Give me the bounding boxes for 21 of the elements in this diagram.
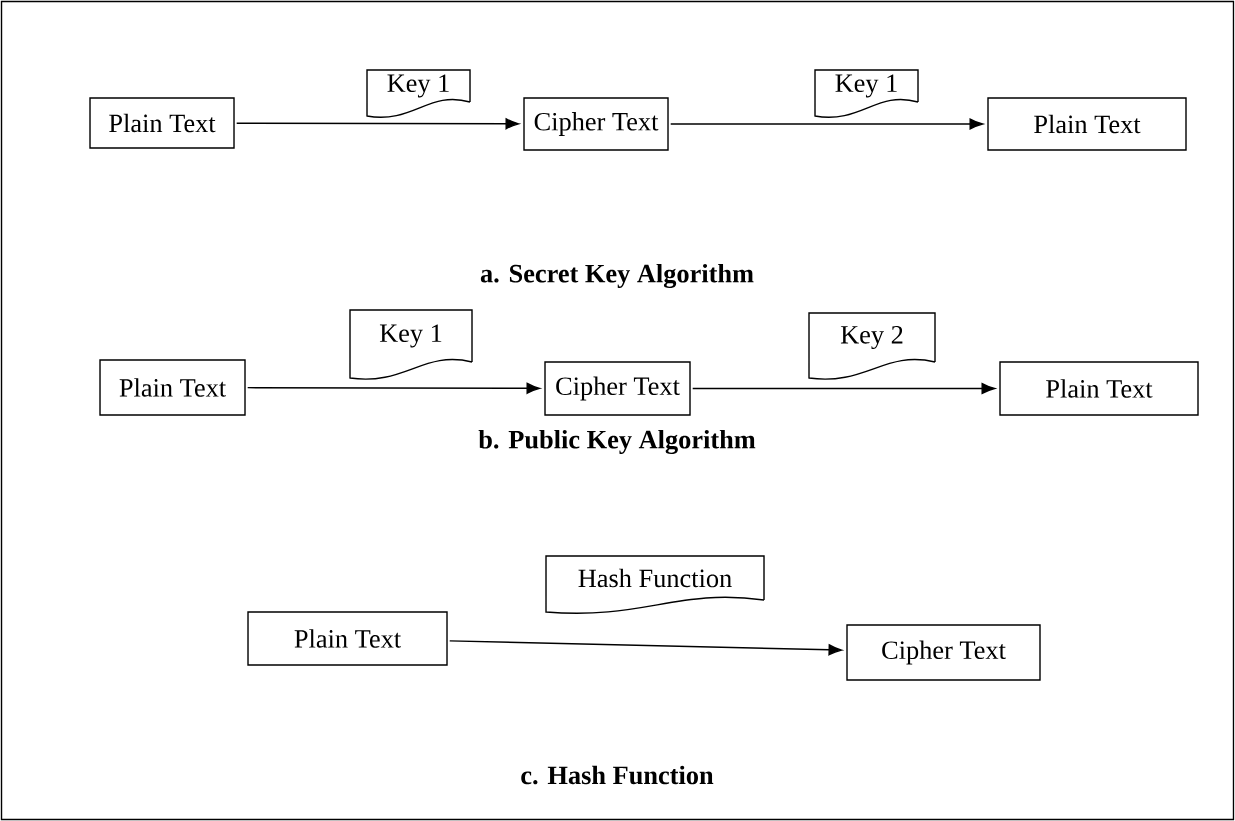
document-shape: Hash Function [545, 555, 765, 614]
document-shape: Key 2 [808, 312, 936, 380]
text-box: Plain Text [99, 359, 246, 416]
caption: b. Public Key Algorithm [478, 429, 756, 455]
arrow [670, 118, 984, 130]
arrow [236, 118, 520, 130]
arrow [692, 382, 996, 395]
document-shape: Key 1 [814, 69, 919, 118]
caption: c. Hash Function [521, 765, 714, 785]
text-box: Cipher Text [846, 624, 1041, 681]
document-shape: Key 1 [366, 69, 471, 118]
arrow [449, 640, 843, 656]
arrow [247, 382, 541, 394]
document-shape: Key 1 [349, 309, 473, 380]
text-box: Plain Text [987, 97, 1187, 151]
caption: a. Secret Key Algorithm [480, 263, 754, 289]
text-box: Cipher Text [523, 97, 669, 151]
text-box: Plain Text [999, 361, 1199, 416]
text-box: Plain Text [89, 97, 235, 149]
text-box: Cipher Text [544, 361, 691, 416]
text-box: Plain Text [247, 611, 448, 666]
